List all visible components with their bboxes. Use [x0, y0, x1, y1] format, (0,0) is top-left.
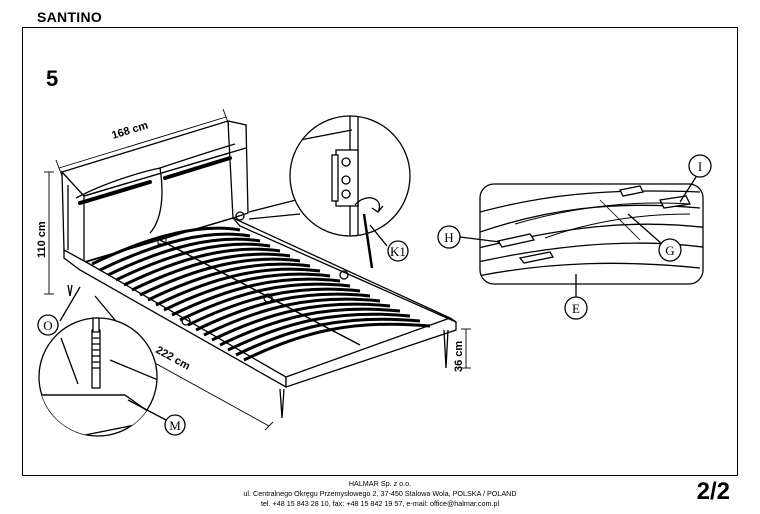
callout-o: O	[43, 318, 52, 333]
frame-rails	[63, 217, 457, 389]
callout-k1: K1	[390, 244, 406, 259]
callout-h: H	[444, 230, 453, 245]
callout-i: I	[698, 159, 702, 174]
step-number: 5	[46, 66, 59, 91]
drawing-frame	[22, 27, 738, 476]
bed-illustration	[61, 120, 457, 419]
callout-e: E	[572, 301, 580, 316]
footer-contact: tel. +48 15 843 28 10, fax: +48 15 842 1…	[260, 499, 500, 508]
headboard-detail-circle	[248, 115, 411, 269]
leg-fitting-detail-circle	[37, 286, 186, 437]
frame-bolts	[181, 211, 349, 326]
footer-address: ul. Centralnego Okręgu Przemysłowego 2, …	[243, 489, 517, 498]
slats	[91, 226, 431, 362]
dimension-height: 110 cm	[36, 221, 48, 258]
headboard	[61, 120, 249, 264]
slat-detail-panel	[437, 154, 712, 320]
dimension-width: 168 cm	[110, 119, 149, 141]
legs	[67, 284, 449, 419]
dimension-leg-height: 36 cm	[453, 341, 465, 372]
product-name: SANTINO	[37, 9, 103, 25]
page-number: 2/2	[696, 478, 730, 505]
footer-company: HALMAR Sp. z o.o.	[348, 479, 412, 488]
callout-m: M	[169, 418, 181, 433]
callout-g: G	[665, 243, 674, 258]
dimension-length: 222 cm	[154, 344, 193, 373]
